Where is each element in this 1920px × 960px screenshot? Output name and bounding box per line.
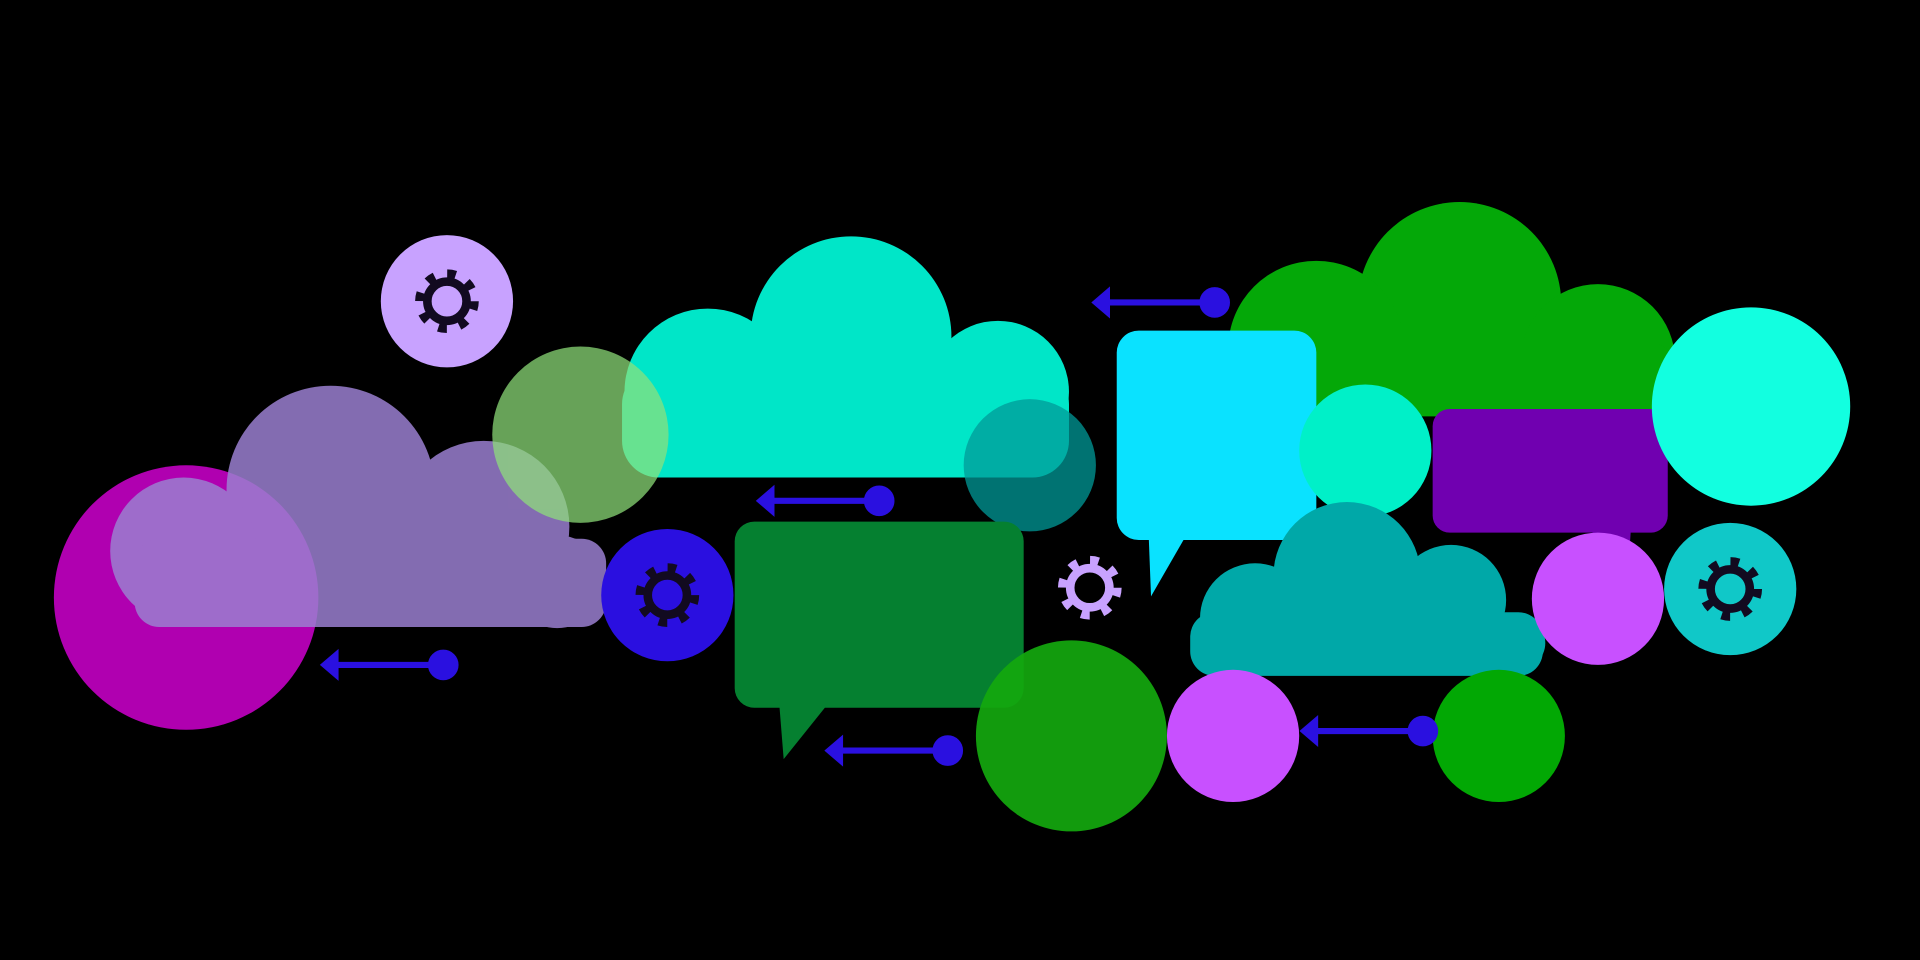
lavender-gear-badge bbox=[380, 235, 514, 368]
green-circle bbox=[1432, 669, 1565, 803]
green-speech-bubble-icon bbox=[734, 521, 1024, 760]
violet-circle bbox=[1166, 669, 1300, 803]
mint-circle bbox=[1299, 384, 1432, 517]
teal-gear-badge bbox=[1664, 522, 1797, 656]
lavender-cloud-icon bbox=[110, 385, 607, 629]
light-green-circle bbox=[492, 346, 669, 523]
dark-teal-circle bbox=[963, 399, 1096, 532]
blue-gear-badge bbox=[601, 528, 734, 662]
violet-circle bbox=[1531, 532, 1665, 665]
cyan-speech-bubble-icon bbox=[1116, 330, 1317, 597]
aqua-circle bbox=[1651, 307, 1851, 506]
big-green-circle bbox=[975, 640, 1167, 832]
teal-cloud-icon bbox=[1190, 502, 1546, 676]
